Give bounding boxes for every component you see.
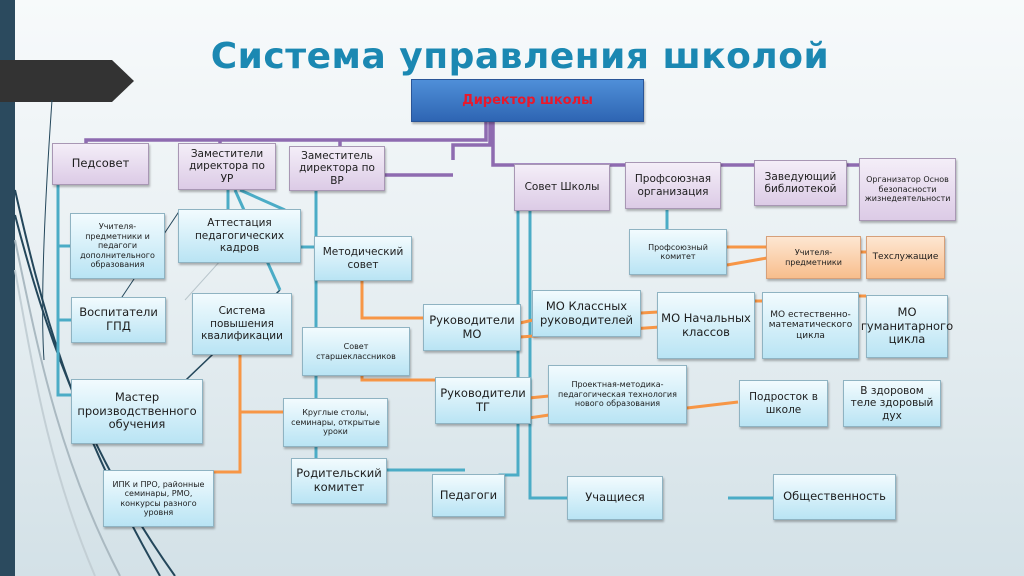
attestation-box: Аттестация педагогических кадров (178, 209, 301, 263)
method-council-box: Методический совет (314, 236, 412, 281)
mo-heads-box: Руководители МО (423, 304, 521, 351)
round-tables-box: Круглые столы, семинары, открытые уроки (283, 398, 388, 447)
ipk-box: ИПК и ПРО, районные семинары, РМО, конку… (103, 470, 214, 527)
sidebar-bar (0, 0, 15, 576)
senior-council-box: Совет старшеклассников (302, 327, 410, 376)
mo-humanities-box: МО гуманитарного цикла (861, 295, 953, 358)
teen-in-school-box: Подросток в школе (739, 380, 828, 427)
gpd-educators-box: Воспитатели ГПД (71, 297, 166, 343)
school-council-box: Совет Школы (514, 164, 610, 211)
teachers-box: Педагоги (432, 474, 505, 517)
mo-class-teachers-box: МО Классных руководителей (532, 290, 641, 337)
librarian-box: Заведующий библиотекой (754, 160, 847, 206)
arrow-tab-decoration (0, 60, 134, 102)
tg-heads-box: Руководители ТГ (435, 377, 531, 424)
deputy-ur-box: Заместители директора по УР (178, 143, 276, 190)
subject-teachers-box: Учителя-предметники (766, 236, 861, 279)
mo-science-box: МО естественно-математического цикла (762, 292, 859, 359)
deputy-vr-box: Заместитель директора по ВР (289, 146, 385, 191)
pedsovet-box: Педсовет (52, 143, 149, 185)
public-box: Общественность (773, 474, 896, 520)
mo-primary-box: МО Начальных классов (657, 292, 755, 359)
union-committee-box: Профсоюзный комитет (629, 229, 727, 275)
production-master-box: Мастер производственного обучения (71, 379, 203, 444)
trade-union-box: Профсоюзная организация (625, 162, 721, 209)
tech-staff-box: Техслужащие (866, 236, 945, 279)
director-box: Директор школы (411, 79, 644, 122)
obzh-box: Организатор Основ безопасности жизнедеят… (859, 158, 956, 221)
qualification-box: Система повышения квалификации (192, 293, 292, 355)
teachers-additional-box: Учителя-предметники и педагоги дополните… (70, 213, 165, 279)
students-box: Учащиеся (567, 476, 663, 520)
project-method-box: Проектная-методика-педагогическая технол… (548, 365, 687, 424)
parent-committee-box: Родительский комитет (291, 458, 387, 504)
healthy-body-box: В здоровом теле здоровый дух (843, 380, 941, 427)
page-title: Система управления школой (210, 36, 830, 77)
